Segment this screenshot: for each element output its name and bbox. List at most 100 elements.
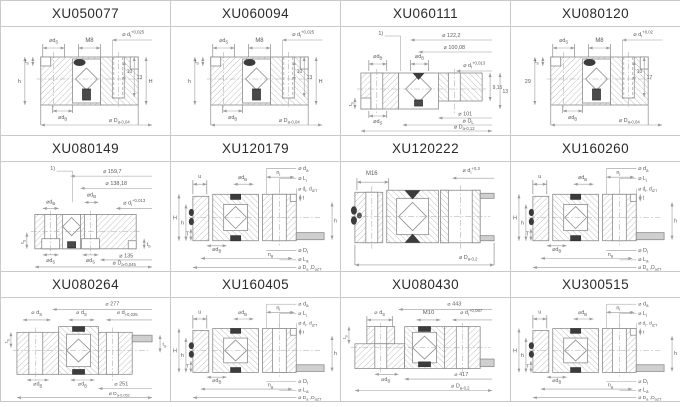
dim-label-db2: ⌀dB <box>87 192 96 199</box>
dim-label-La: ⌀ La <box>298 388 309 395</box>
part-number: XU080149 <box>1 136 170 162</box>
dim-label-na: na <box>608 252 614 259</box>
dim-label-ts: tS <box>195 59 199 66</box>
dim-label-d2: 13 <box>137 75 143 81</box>
dim-label-db2: ⌀dB <box>415 54 424 61</box>
part-number: XU120222 <box>341 136 510 162</box>
dim-label-ds: ⌀ dS <box>374 310 385 317</box>
dim-label-h1: h <box>181 353 184 359</box>
part-number: XU060111 <box>341 1 510 27</box>
dim-label-ds: ⌀dS <box>559 38 568 45</box>
dim-label-d1: 10 <box>637 69 643 75</box>
dim-label-db-bot: ⌀dB <box>212 378 221 385</box>
dim-label-di: ⌀ di, diZT <box>638 321 658 328</box>
dim-label-di: ⌀ di, diZT <box>298 186 318 193</box>
dim-label-ni: ni <box>276 306 280 313</box>
dim-label-Di: ⌀ Di <box>638 379 648 386</box>
dim-label-u: u <box>538 309 541 315</box>
dim-label-dim2: ⌀ 100,08 <box>444 45 465 51</box>
dim-label-Da: ⌀ Da ,DaZT <box>638 395 662 401</box>
dim-label-db-bot: ⌀dB <box>212 247 221 254</box>
dim-label-ds2: ⌀dS <box>86 258 95 265</box>
dim-label-di: ⌀ di+0,025 <box>292 30 315 39</box>
dim-label-Da: ⌀ Da-0,04 <box>109 118 130 125</box>
dim-label-dim1: ⌀ 122,2 <box>442 33 460 39</box>
dim-label-ts2: tS <box>163 342 167 349</box>
dim-label-db-bot: ⌀dB <box>552 378 561 385</box>
dim-label-Da: ⌀ Da-0,04 <box>619 118 640 125</box>
dim-label-da: ⌀ da <box>638 166 649 173</box>
dim-label-ds: ⌀dS <box>219 38 228 45</box>
dim-label-ts1: tS <box>20 239 27 243</box>
part-number: XU300515 <box>511 272 680 298</box>
dim-label-db-top: ⌀dB <box>238 310 247 317</box>
dim-label-H: H <box>173 215 177 221</box>
catalog-cell: XU060111 1)⌀ 122,2⌀ 100,08⌀dB⌀dB⌀ di+0,0… <box>341 1 511 136</box>
dim-label-di: ⌀ di+0,013 <box>463 61 486 70</box>
dim-label-db: ⌀dB <box>568 115 577 122</box>
dim-label-na: na <box>268 252 274 259</box>
dim-label-r1: 9,15 <box>493 85 503 91</box>
dim-label-ts: tS <box>348 102 355 106</box>
dim-label-ni: ni <box>616 306 620 313</box>
dim-label-di: ⌀ di, diZT <box>298 321 318 328</box>
part-number: XU080430 <box>341 272 510 298</box>
part-number: XU120179 <box>171 136 340 162</box>
dim-label-t: t <box>643 329 645 335</box>
dim-label-h2: h <box>674 219 677 225</box>
dim-label-thread: M10 <box>423 310 435 316</box>
dim-label-thread: M8 <box>595 38 604 44</box>
dim-label-dim2: ⌀ 251 <box>114 382 128 388</box>
dim-label-db: ⌀dB <box>381 377 390 384</box>
dim-label-db-top: ⌀dB <box>238 175 247 182</box>
dim-label-ni: ni <box>276 170 280 177</box>
dim-label-dim2: ⌀ 138,18 <box>106 181 128 187</box>
dim-label-Da: ⌀ Da-0,052 <box>109 391 130 398</box>
dim-label-h1: h <box>521 353 524 359</box>
dim-label-ds: ⌀dS <box>373 119 382 126</box>
dim-label-dim1: ⌀ 277 <box>105 302 119 308</box>
dim-label-thread: M8 <box>85 38 94 44</box>
dim-label-h2: h <box>334 351 337 357</box>
part-number: XU160405 <box>171 272 340 298</box>
dim-label-da: ⌀ da <box>298 166 309 173</box>
dim-label-La: ⌀ La <box>638 257 649 264</box>
dim-label-db: ⌀dB <box>58 115 67 122</box>
bearing-drawing: M16⌀ di+0,3⌀ Da-0,2 <box>341 162 510 271</box>
dim-label-na: na <box>608 383 614 390</box>
dim-label-Li: ⌀ Li <box>298 176 307 183</box>
dim-label-da: ⌀ da <box>638 302 649 309</box>
dim-label-db: ⌀dB <box>228 115 237 122</box>
dim-label-h2: h <box>334 219 337 225</box>
dim-label-di: ⌀ di+0,087 <box>460 308 483 317</box>
dim-label-h: h <box>188 79 191 85</box>
dim-label-Di: ⌀ Di <box>638 248 648 255</box>
dim-label-h1: h <box>181 221 184 227</box>
dim-label-db1: ⌀dB <box>33 382 42 389</box>
dim-label-h: h <box>18 79 21 85</box>
dim-label-note: 1) <box>50 166 55 172</box>
dim-label-h: 29 <box>525 79 531 85</box>
dim-label-thread: M16 <box>366 171 378 177</box>
dim-label-di: ⌀ di, diZT <box>638 186 658 193</box>
dim-label-Di: ⌀ Di <box>298 248 308 255</box>
dim-label-ts2: tS <box>147 242 151 249</box>
dim-label-db1: ⌀dB <box>373 54 382 61</box>
dim-label-T: T <box>526 232 529 238</box>
dim-label-Li: ⌀ Li <box>298 311 307 318</box>
part-number: XU080120 <box>511 1 680 27</box>
